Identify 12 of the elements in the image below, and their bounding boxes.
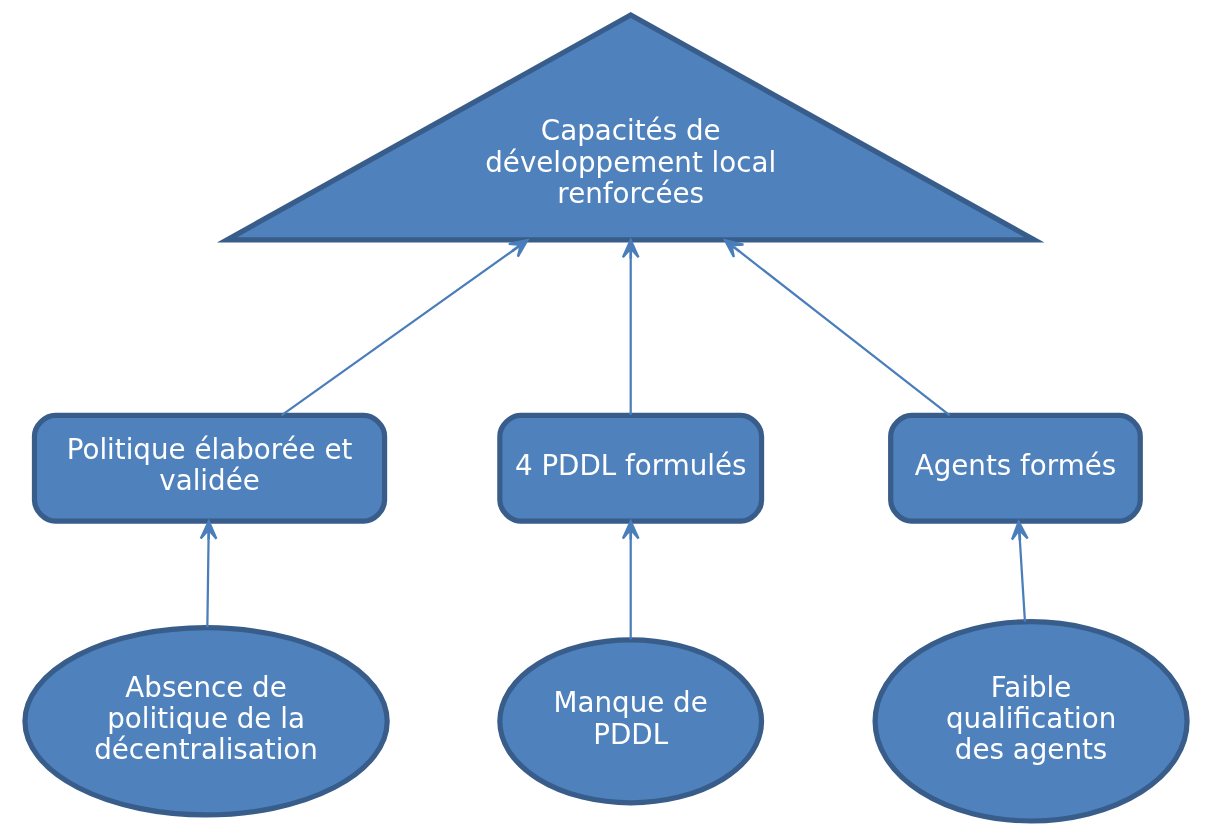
node-ellipse: Faible qualification des agents (872, 619, 1190, 824)
arrow (621, 520, 640, 640)
arrow (621, 238, 640, 415)
node-box: 4 PDDL formulés (496, 412, 764, 524)
node-box: Agents formés (887, 412, 1143, 524)
node-ellipse: Absence de politique de la décentralisation (21, 625, 390, 818)
arrow (1010, 520, 1029, 622)
node-ellipse: Manque de PDDL (496, 637, 764, 806)
arrow (723, 239, 950, 417)
arrow (280, 239, 529, 417)
arrow (199, 520, 217, 628)
node-box: Politique élaborée et validée (31, 412, 387, 524)
